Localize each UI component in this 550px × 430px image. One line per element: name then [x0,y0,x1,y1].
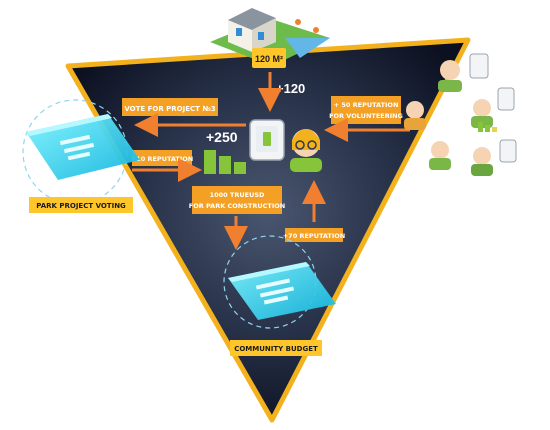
trueusd-label: 1000 TRUEUSD FOR PARK CONSTRUCTION [189,186,285,214]
volunteer-1 [438,53,489,92]
vote-label-text: VOTE FOR PROJECT №3 [124,105,215,113]
community-budget-caption-text: COMMUNITY BUDGET [234,345,318,353]
plus-50-line2: FOR VOLUNTEERING [329,112,403,120]
reputation-bars [204,150,246,174]
park-voting-caption: PARK PROJECT VOTING [29,197,133,213]
central-phone-icon [249,119,285,161]
park-voting-caption-text: PARK PROJECT VOTING [36,202,126,210]
volunteer-4 [429,141,451,170]
plus-50-label: + 50 REPUTATION FOR VOLUNTEERING [329,96,403,124]
volunteer-bar-2 [485,125,490,132]
area-badge-text: 120 M² [255,54,283,64]
plus-120-label: +120 [276,81,305,96]
voting-screen [22,99,140,205]
budget-screen [223,235,336,329]
plus-50-line1: + 50 REPUTATION [334,101,399,109]
volunteer-3 [471,87,515,128]
plus-10-label-text: +10 REPUTATION [131,155,194,163]
community-budget-caption: COMMUNITY BUDGET [230,340,322,356]
triangle-frame [65,37,471,423]
volunteers-group [404,53,517,176]
plus-70-label-text: +70 REPUTATION [283,232,346,240]
vote-label: VOTE FOR PROJECT №3 [122,98,218,116]
plus-250-label: +250 [206,129,238,145]
trueusd-line1: 1000 TRUEUSD [210,191,265,199]
plus-10-label: +10 REPUTATION [131,150,194,166]
volunteer-5 [471,139,517,176]
volunteer-bar-3 [492,127,497,132]
plus-70-label: +70 REPUTATION [283,228,346,242]
trueusd-line2: FOR PARK CONSTRUCTION [189,202,285,210]
house-illustration [210,8,330,66]
volunteer-bar-1 [478,122,483,132]
area-badge: 120 M² [252,48,286,68]
volunteer-2 [404,101,426,130]
central-person-icon [290,129,322,172]
